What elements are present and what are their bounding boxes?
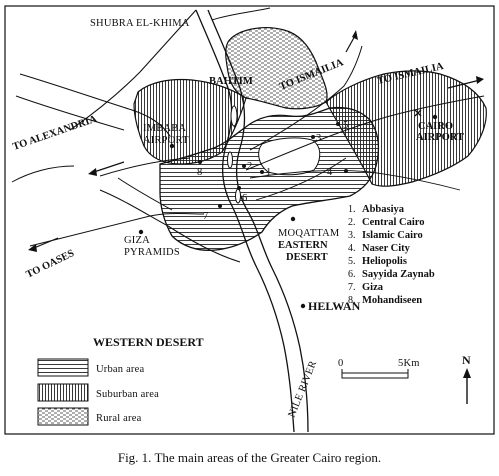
area-number-7: 7 <box>203 211 208 222</box>
district-name: Sayyida Zaynab <box>362 269 435 280</box>
figure-caption: Fig. 1. The main areas of the Greater Ca… <box>117 450 382 465</box>
nile-east-bank <box>207 9 309 433</box>
area-number-2: 2 <box>247 161 252 172</box>
moqattam-dot <box>290 216 296 222</box>
nile-west-bank <box>195 9 295 433</box>
island <box>230 105 238 127</box>
label-giza: GIZA <box>124 235 150 246</box>
area-number-4: 4 <box>327 167 333 178</box>
scale-bar: 0 5Km <box>338 358 420 379</box>
road-ismailia <box>245 95 485 171</box>
rural-area-north <box>225 27 328 110</box>
map-border <box>4 5 495 435</box>
area-6-dot <box>237 186 241 190</box>
district-num: 7. <box>348 282 356 293</box>
district-name: Naser City <box>362 243 411 254</box>
label-eastern: EASTERN <box>278 240 328 251</box>
canal <box>11 165 75 183</box>
label-to-alexandria: TO ALEXANDRIA <box>11 114 98 153</box>
district-num: 4. <box>348 243 356 254</box>
district-name: Islamic Cairo <box>362 230 423 241</box>
area-7-dot <box>218 204 222 208</box>
district-num: 6. <box>348 269 356 280</box>
label-helwan: HELWAN <box>308 299 361 313</box>
scale-zero: 0 <box>338 358 343 369</box>
urban-area-central <box>159 106 380 252</box>
label-cairo: CAIRO <box>418 121 453 132</box>
area-number-3: 3 <box>316 133 321 144</box>
scale-five-km: 5Km <box>398 358 420 369</box>
road-ismailia-north <box>249 45 363 151</box>
district-name: Heliopolis <box>362 256 407 267</box>
area-number-1: 1 <box>266 167 271 178</box>
district-num: 1. <box>348 204 356 215</box>
area-3-dot <box>311 135 315 139</box>
island <box>227 151 233 169</box>
canal <box>15 95 125 131</box>
imbaba-dot <box>169 143 175 149</box>
area-type-legend: Urban area Suburban area Rural area <box>37 358 159 426</box>
label-pyramids: PYRAMIDS <box>124 247 180 258</box>
label-western-desert: WESTERN DESERT <box>93 335 204 349</box>
area-5-dot <box>336 122 340 126</box>
canal <box>117 177 173 211</box>
island <box>235 188 241 204</box>
north-arrow: N <box>462 353 471 404</box>
road-oases <box>29 213 205 247</box>
district-num: 3. <box>348 230 356 241</box>
area-4-dot <box>344 169 348 173</box>
road-alexandria <box>99 157 191 177</box>
canal <box>211 7 271 21</box>
legend-swatch-urban <box>37 358 89 377</box>
area-number-5: 5 <box>343 120 348 131</box>
cairo-airport-dot <box>432 114 438 120</box>
label-imbaba: IMBABA <box>143 123 186 134</box>
district-legend: 1. Abbasiya 2. Central Cairo 3. Islamic … <box>348 204 435 306</box>
district-name: Abbasiya <box>362 204 405 215</box>
area-1-dot <box>260 170 264 174</box>
label-shubra-el-khima: SHUBRA EL-KHIMA <box>90 18 190 29</box>
area-number-6: 6 <box>242 193 247 204</box>
canal <box>69 9 197 131</box>
arrow-to-oases <box>28 237 59 252</box>
district-num: 5. <box>348 256 356 267</box>
north-label: N <box>462 353 471 367</box>
arrow-to-ismailia-east <box>447 76 484 89</box>
legend-swatch-suburban <box>37 383 89 402</box>
area-number-8: 8 <box>197 167 202 178</box>
legend-label-suburban: Suburban area <box>96 389 159 400</box>
label-imbaba-airport: AIRPORT <box>143 135 189 146</box>
canal <box>19 73 171 137</box>
legend-label-rural: Rural area <box>96 413 142 424</box>
area-2-dot <box>242 164 246 168</box>
area-8-dot <box>198 160 202 164</box>
label-bahtim: BAHTIM <box>209 76 253 87</box>
legend-label-urban: Urban area <box>96 364 144 375</box>
road <box>249 169 461 191</box>
district-num: 8. <box>348 295 356 306</box>
label-desert: DESERT <box>286 252 328 263</box>
road <box>255 157 347 201</box>
airport-icon <box>414 109 422 117</box>
arrow-to-alexandria <box>88 161 125 176</box>
label-moqattam: MOQATTAM <box>278 228 340 239</box>
district-num: 2. <box>348 217 356 228</box>
district-name: Giza <box>362 282 384 293</box>
legend-swatch-rural <box>37 407 89 426</box>
canal <box>99 189 241 263</box>
label-to-oases: TO OASES <box>24 248 76 281</box>
label-cairo-airport: AIRPORT <box>416 132 464 143</box>
arrow-to-ismailia-north <box>345 30 358 53</box>
district-name: Central Cairo <box>362 217 425 228</box>
giza-pyramids-dot <box>138 229 144 235</box>
district-name: Mohandiseen <box>362 295 422 306</box>
helwan-dot <box>300 303 306 309</box>
